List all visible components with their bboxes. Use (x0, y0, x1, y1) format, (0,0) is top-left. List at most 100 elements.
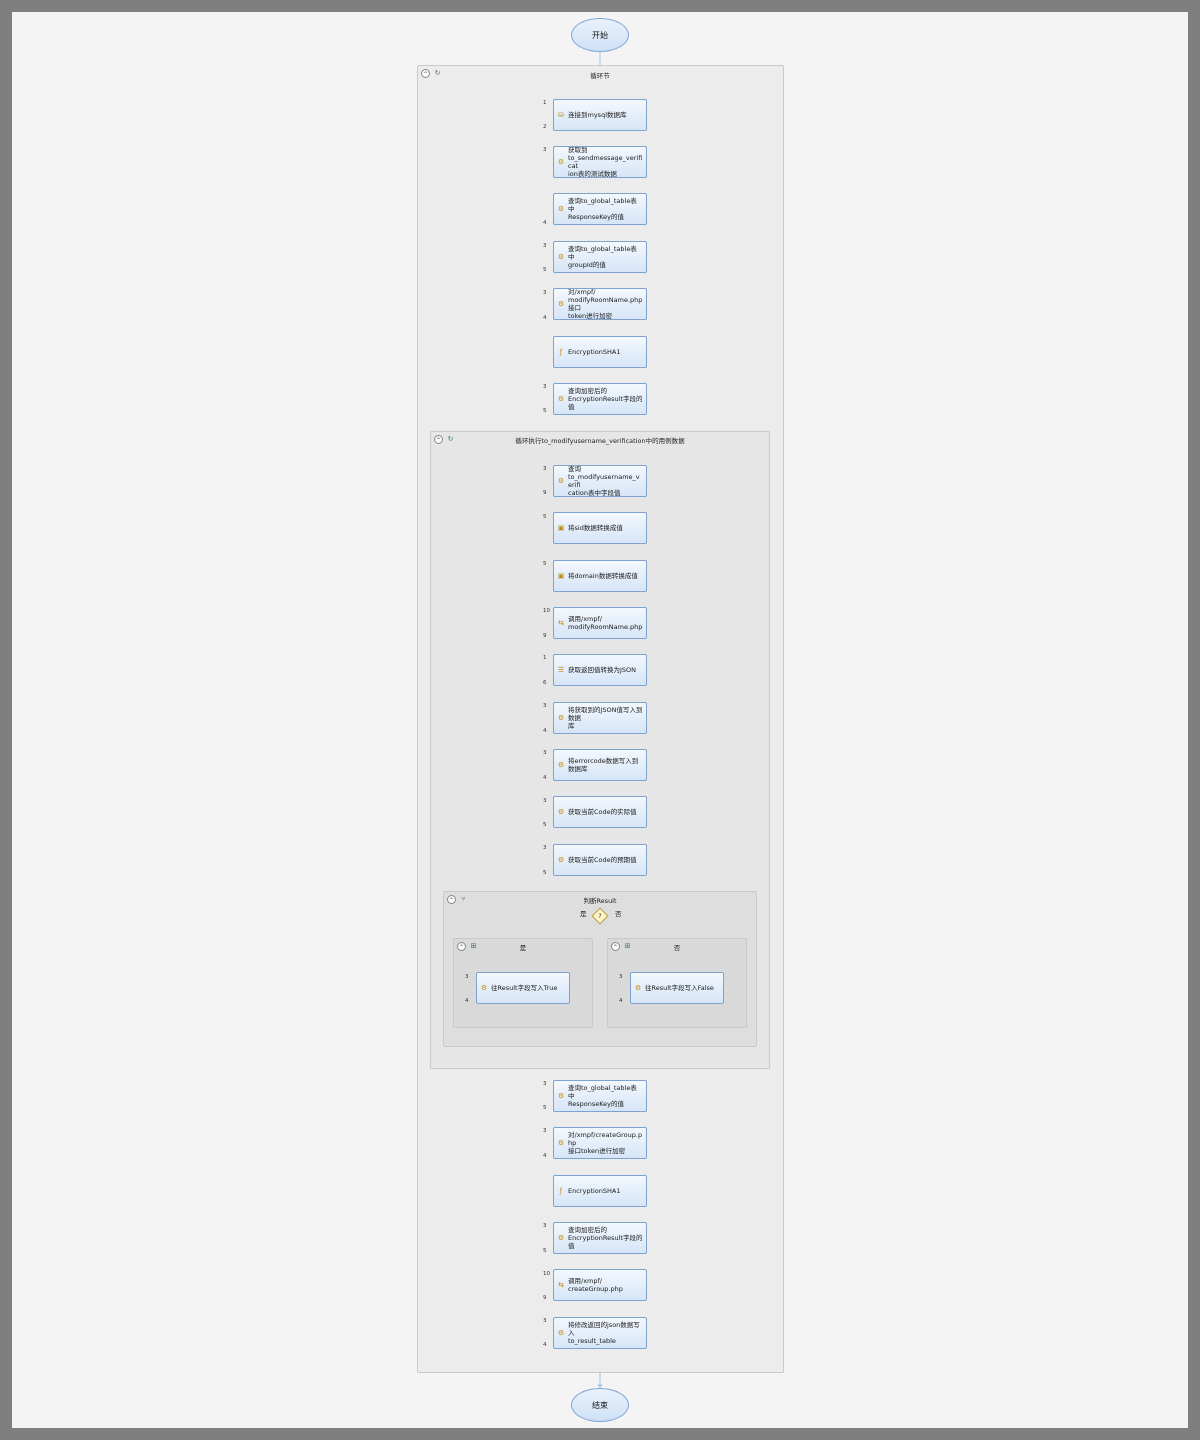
branch-yes-node-label: 往Result字段写入True (491, 984, 558, 992)
flow-node[interactable]: ⚙查询加密后的 EncryptionResult字段的值 (553, 383, 647, 415)
flow-node[interactable]: ▣将domain数据转换成值 (553, 560, 647, 592)
port-number: 4 (543, 1153, 547, 1159)
script-icon: ƒ (559, 348, 563, 356)
sql-icon: ⚙ (557, 714, 565, 722)
port-number: 3 (465, 974, 469, 980)
loop-main-title: 循环节 (590, 72, 610, 80)
branch-icon: ⑂ (461, 895, 466, 903)
flow-node[interactable]: ⚙将errorcode数据写入到数据库 (553, 749, 647, 781)
branch-yes-node[interactable]: ⚙ 往Result字段写入True (476, 972, 570, 1004)
variable-icon: ▣ (557, 572, 565, 580)
collapse-loop-main-icon[interactable]: ⌃ (421, 69, 430, 78)
branch-title: 判断Result (583, 897, 617, 905)
sql-icon: ⚙ (634, 984, 642, 992)
sql-icon: ⚙ (480, 984, 488, 992)
port-number: 4 (543, 1342, 547, 1348)
json-icon: ☰ (557, 666, 565, 674)
sql-icon: ⚙ (557, 1139, 565, 1147)
flow-node-label: 查询to_global_table表中 ResponseKey的值 (568, 197, 637, 221)
port-number: 1 (543, 655, 547, 661)
port-number: 4 (543, 775, 547, 781)
port-number: 9 (543, 490, 547, 496)
flow-node-label: EncryptionSHA1 (568, 348, 621, 356)
sql-icon: ⚙ (557, 856, 565, 864)
flow-node[interactable]: ☰获取返回值转换为JSON (553, 654, 647, 686)
flow-canvas[interactable]: 开始 ⌃ ↻ 循环节 ⌃ ↻ 循环执行to_modifyusername_ver… (12, 12, 1188, 1428)
flow-node-label: 获取返回值转换为JSON (568, 666, 637, 674)
port-number: 3 (543, 1318, 547, 1324)
port-number: 5 (543, 1248, 547, 1254)
http-icon: ⇆ (558, 619, 564, 627)
flow-node[interactable]: ⚙获取当前Code的实际值 (553, 796, 647, 828)
port-number: 2 (543, 124, 547, 130)
collapse-branch-icon[interactable]: ⌃ (447, 895, 456, 904)
flow-node-label: 获取到 to_sendmessage_verificat ion表的测试数据 (568, 146, 643, 178)
flow-node-label: 查询加密后的 EncryptionResult字段的值 (568, 1226, 643, 1250)
flow-node[interactable]: ⚙获取到 to_sendmessage_verificat ion表的测试数据 (553, 146, 647, 178)
sql-icon: ⚙ (557, 300, 565, 308)
port-number: 3 (543, 845, 547, 851)
flow-node[interactable]: ⚙将获取到的JSON值写入到数据 库 (553, 702, 647, 734)
collapse-branch-no-icon[interactable]: ⌃ (611, 942, 620, 951)
connector-arrow (597, 1383, 603, 1388)
flow-node-label: 调用/xmpf/ modifyRoomName.php (568, 615, 643, 631)
sql-icon: ⚙ (557, 477, 565, 485)
start-node[interactable]: 开始 (571, 18, 629, 52)
flow-node-label: 获取当前Code的实际值 (568, 808, 637, 816)
flow-node[interactable]: ⚙查询to_global_table表中 ResponseKey的值 (553, 1080, 647, 1112)
end-label: 结束 (592, 1400, 608, 1410)
flow-node[interactable]: ⚙将修改返回的json数据写入 to_result_table (553, 1317, 647, 1349)
branch-no-node[interactable]: ⚙ 往Result字段写入False (630, 972, 724, 1004)
collapse-branch-yes-icon[interactable]: ⌃ (457, 942, 466, 951)
port-number: 3 (543, 384, 547, 390)
flow-node[interactable]: ⚙对/xmpf/ modifyRoomName.php接口 token进行加密 (553, 288, 647, 320)
flow-node-label: 调用/xmpf/ createGroup.php (568, 1277, 623, 1293)
flow-node[interactable]: ⇆ 调用/xmpf/ modifyRoomName.php (553, 607, 647, 639)
flow-node[interactable]: ⚙查询加密后的 EncryptionResult字段的值 (553, 1222, 647, 1254)
sql-icon: ⚙ (557, 1329, 565, 1337)
flow-node-label: 将获取到的JSON值写入到数据 库 (568, 706, 643, 730)
port-number: 3 (543, 750, 547, 756)
flow-node[interactable]: ƒ EncryptionSHA1 (553, 336, 647, 368)
port-number: 4 (543, 728, 547, 734)
port-number: 4 (465, 998, 469, 1004)
port-number: 10 (543, 1271, 550, 1277)
branch-no-icon: ⊞ (624, 942, 631, 950)
port-number: 10 (543, 608, 550, 614)
flow-node[interactable]: ▣将sid数据转换成值 (553, 512, 647, 544)
flow-node-label: 连接到mysql数据库 (568, 111, 627, 119)
port-number: 5 (543, 267, 547, 273)
port-number: 3 (543, 290, 547, 296)
flow-node[interactable]: ⚙获取当前Code的预期值 (553, 844, 647, 876)
flow-node-label: 查询to_global_table表中 ResponseKey的值 (568, 1084, 637, 1108)
sql-icon: ⚙ (557, 158, 565, 166)
port-number: 3 (543, 1128, 547, 1134)
flow-node[interactable]: ⇆调用/xmpf/ createGroup.php (553, 1269, 647, 1301)
port-number: 5 (543, 870, 547, 876)
collapse-loop-inner-icon[interactable]: ⌃ (434, 435, 443, 444)
flow-node-label: 查询to_global_table表中 groupId的值 (568, 245, 637, 269)
flow-node[interactable]: ⚙对/xmpf/createGroup.php 接口token进行加密 (553, 1127, 647, 1159)
flow-node-label: 获取当前Code的预期值 (568, 856, 637, 864)
port-number: 3 (543, 466, 547, 472)
no-path-label: 否 (615, 910, 622, 918)
port-number: 5 (543, 514, 547, 520)
port-number: 9 (543, 633, 547, 639)
flow-node-label: 对/xmpf/createGroup.php 接口token进行加密 (568, 1131, 643, 1155)
flow-node-label: 将修改返回的json数据写入 to_result_table (568, 1321, 640, 1345)
flow-node[interactable]: ⛁连接到mysql数据库 (553, 99, 647, 131)
variable-icon: ▣ (557, 524, 565, 532)
end-node[interactable]: 结束 (571, 1388, 629, 1422)
port-number: 3 (543, 147, 547, 153)
flow-node[interactable]: ⚙查询 to_modifyusername_verifi cation表中字段值 (553, 465, 647, 497)
port-number: 5 (543, 408, 547, 414)
port-number: 3 (543, 1081, 547, 1087)
loop-main-icon: ↻ (434, 69, 441, 77)
flow-node-label: 查询加密后的 EncryptionResult字段的值 (568, 387, 643, 411)
port-number: 3 (543, 798, 547, 804)
flow-node-label: EncryptionSHA1 (568, 1187, 621, 1195)
flow-node-label: 将errorcode数据写入到数据库 (568, 757, 639, 773)
flow-node[interactable]: ⚙查询to_global_table表中 ResponseKey的值 (553, 193, 647, 225)
flow-node[interactable]: ⚙查询to_global_table表中 groupId的值 (553, 241, 647, 273)
